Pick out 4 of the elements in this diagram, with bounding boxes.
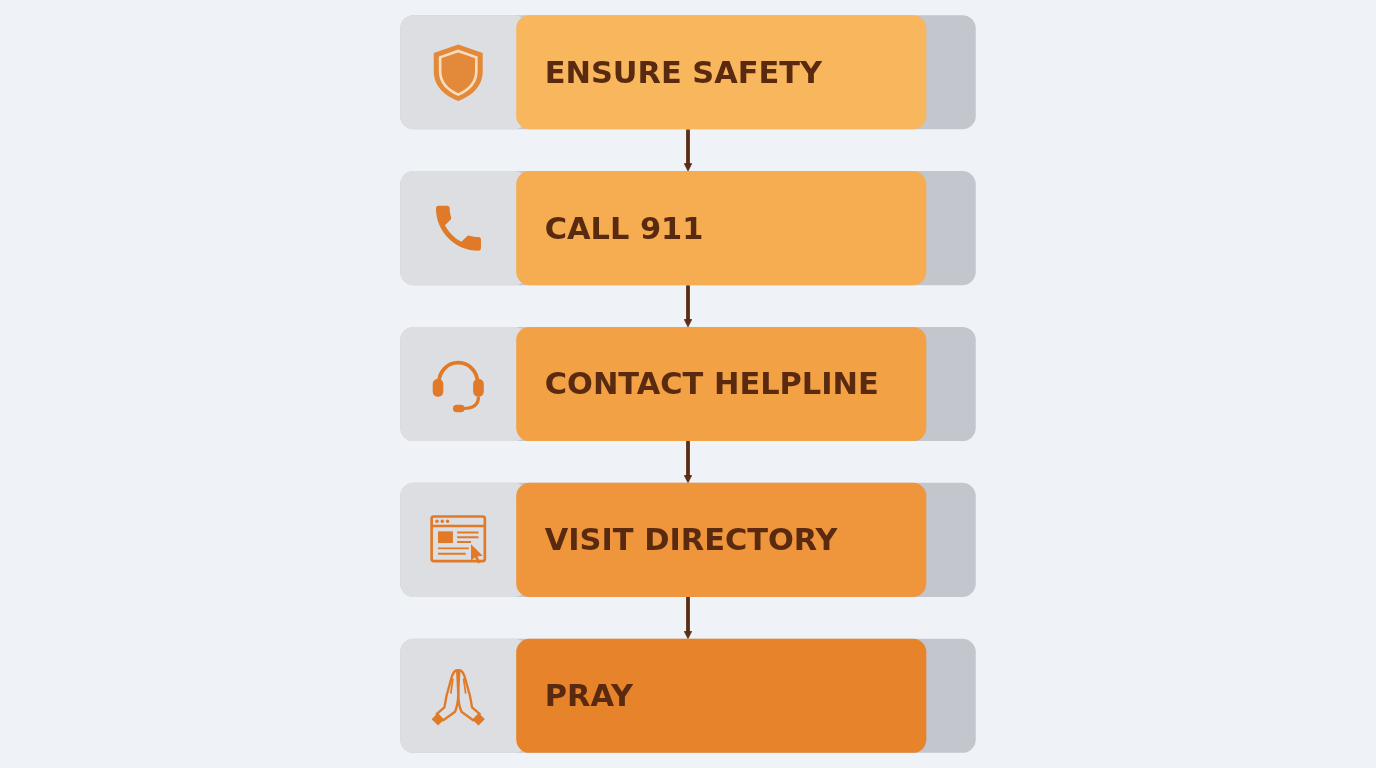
- arrow: [683, 596, 693, 640]
- arrow: [683, 285, 693, 328]
- arrow: [683, 129, 693, 172]
- arrow: [683, 441, 693, 484]
